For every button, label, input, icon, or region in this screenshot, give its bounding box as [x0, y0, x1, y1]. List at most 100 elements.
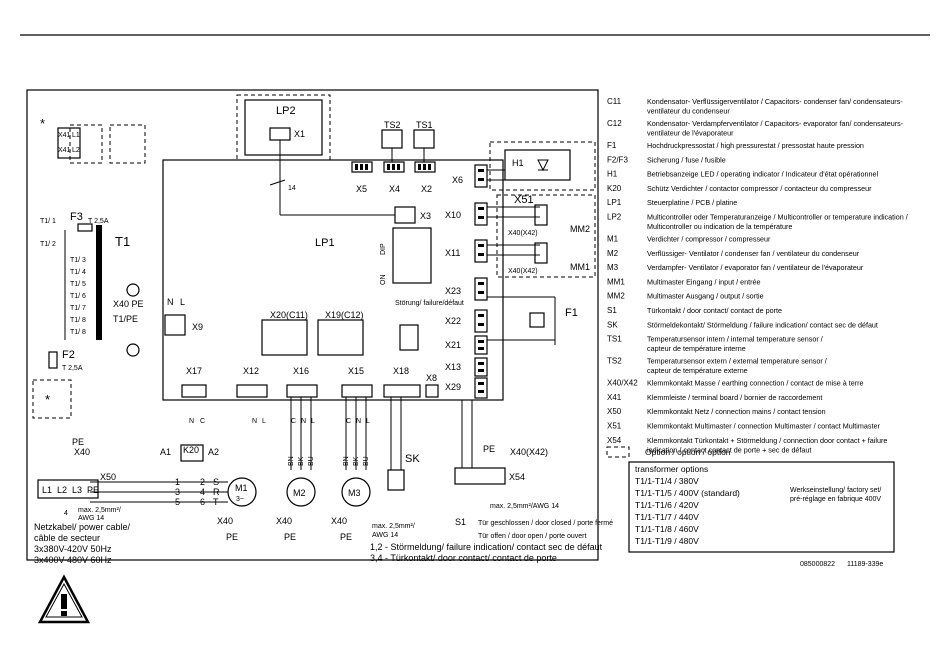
x50-terminal [37, 479, 99, 499]
legend-text: Kondensator- Verdampferventilator / Capa… [647, 119, 904, 128]
legend-text: Betriebsanzeige LED / operating indicato… [647, 170, 879, 179]
transformer-options-box [628, 461, 895, 553]
legend-text: Multimaster Ausgang / output / sortie [647, 292, 764, 301]
h1-label: H1 [512, 158, 524, 168]
m2-x40: X40 [276, 516, 292, 526]
transformer-row-4: T1/1-T1/7 / 440V [635, 512, 699, 522]
x4-label: X4 [389, 184, 400, 194]
legend-text: Multicontroller oder Temperaturanzeige /… [647, 213, 908, 222]
option-note: Option / option / option [645, 447, 731, 457]
x4-connector [383, 161, 405, 173]
sk-note-2: AWG 14 [372, 532, 398, 539]
x22-connector [474, 309, 488, 333]
x54-x40x42: X40(X42) [510, 447, 548, 457]
legend-key: M2 [607, 249, 619, 258]
k20-contactor [180, 444, 204, 462]
t1-core [96, 225, 102, 340]
x41-l2: L2 [72, 147, 80, 154]
x8-label: X8 [426, 373, 437, 383]
netz-line-3: 3x380V-420V 50Hz [34, 544, 112, 554]
sk-note-1: max. 2,5mm²/ [372, 523, 415, 530]
legend-key: F2/F3 [607, 155, 628, 164]
x13-label: X13 [445, 362, 461, 372]
m1-sub: 3~ [236, 496, 244, 503]
legend-text: Klemmkontakt Netz / connection mains / c… [647, 407, 826, 416]
f2-label: F2 [62, 349, 75, 361]
legend-key: TS1 [607, 335, 622, 344]
legend-key: X54 [607, 436, 622, 445]
legend-key: X50 [607, 407, 622, 416]
netz-line-1: Netzkabel/ power cable/ [34, 522, 131, 532]
a2-label: A2 [208, 447, 219, 457]
tap-6: T1/ 6 [70, 293, 86, 300]
x9-connector [164, 314, 186, 336]
tap-7: T1/ 7 [70, 305, 86, 312]
x20-c11 [261, 319, 308, 356]
legend-key: LP1 [607, 198, 622, 207]
term-l2: L2 [57, 485, 67, 495]
t1pe-label: T1/PE [113, 314, 138, 324]
m1-pe: PE [226, 532, 238, 542]
legend-text: Klemmkontakt Masse / earthing connection… [647, 379, 864, 388]
m2-label: M2 [293, 488, 306, 498]
x17-connector [181, 384, 207, 398]
tap-1: T1/ 1 [40, 218, 56, 225]
transformer-row-1: T1/1-T1/4 / 380V [635, 476, 699, 486]
x40-pe-label: X40 PE [113, 299, 144, 309]
transformer-note-1: Werkseinstellung/ factory set/ [790, 487, 881, 494]
dip-switch[interactable] [392, 227, 432, 284]
legend-key: SK [607, 320, 618, 329]
x1-connector [269, 127, 291, 141]
storung-relay [399, 324, 419, 351]
legend-text: Steuerplatine / PCB / platine [647, 198, 737, 207]
cable-bu-2: BU [363, 456, 370, 466]
legend-text: capteur de température externe [647, 366, 748, 375]
doc-number-1: 085000822 [800, 561, 835, 568]
legend-text: Temperatursensor intern / internal tempe… [647, 335, 823, 344]
asterisk-lower: * [45, 392, 50, 407]
x10-connector [474, 202, 488, 226]
x21-label: X21 [445, 340, 461, 350]
legend-text: Klemmkontakt Multimaster / connection Mu… [647, 422, 880, 431]
legend-key: TS2 [607, 357, 622, 366]
f1-label: F1 [565, 307, 578, 319]
x12-connector [236, 384, 268, 398]
transformer-note-2: pré-réglage en fabrique 400V [790, 496, 881, 503]
m3-x40: X40 [331, 516, 347, 526]
x41-label-2: X41 [58, 147, 71, 154]
x16-pin-l: L [311, 418, 315, 425]
term-l1: L1 [42, 485, 52, 495]
ts1-label: TS1 [416, 120, 433, 130]
tap-8: T1/ 8 [70, 317, 86, 324]
f2-rating: T 2,5A [62, 365, 83, 372]
legend-text: Verdampfer- Ventilator / evaporator fan … [647, 263, 864, 272]
footnote-2: 3,4 - Türkontakt/ door contact/ contact … [370, 553, 557, 563]
legend-text: Hochdruckpressostat / high pressurestat … [647, 141, 864, 150]
m1-x40: X40 [217, 516, 233, 526]
x21-connector [474, 335, 488, 355]
wire-14: 14 [288, 185, 296, 192]
x6-connector [474, 164, 488, 188]
storung-label: Störung/ failure/défaut [395, 300, 464, 307]
legend-key: C12 [607, 119, 622, 128]
x50-label: X50 [100, 472, 116, 482]
option-box-lower [32, 379, 72, 419]
cable-bn-2: BN [343, 456, 350, 466]
x2-connector [414, 161, 436, 173]
transformer-row-3: T1/1-T1/6 / 420V [635, 500, 699, 510]
x51-box [496, 194, 596, 278]
legend-key: MM1 [607, 277, 625, 286]
legend-key: M1 [607, 235, 619, 244]
legend-text: Türkontakt / door contact/ contact de po… [647, 306, 782, 315]
transformer-row-5: T1/1-T1/8 / 460V [635, 524, 699, 534]
legend-text: capteur de température interne [647, 344, 746, 353]
lp2-box [236, 94, 331, 161]
warning-triangle-icon [37, 574, 91, 624]
ts2-label: TS2 [384, 120, 401, 130]
f2-fuse [48, 351, 58, 369]
x50-pe: PE [72, 437, 84, 447]
x23-connector [474, 277, 488, 301]
x18-connector [383, 384, 421, 398]
a1-label: A1 [160, 447, 171, 457]
